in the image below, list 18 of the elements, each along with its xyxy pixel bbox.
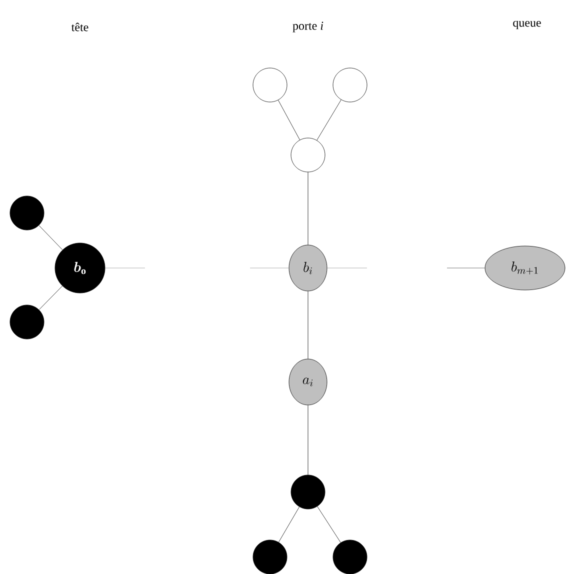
edge-line [317, 506, 341, 543]
edge-line [38, 225, 63, 250]
column-heading: tête [71, 22, 88, 32]
edge-line [278, 506, 300, 542]
vertex-disc: $\boldsymbol{b}_{\mathbf{o}}$ [54, 242, 106, 294]
edge-line [38, 286, 63, 310]
column-heading: porte i [292, 22, 324, 32]
edge-line [316, 100, 342, 140]
filled-dot [10, 304, 44, 340]
filled-dot [10, 196, 44, 230]
filled-dot [332, 540, 368, 574]
empty-circle [290, 138, 326, 172]
edge-line [278, 100, 300, 140]
filled-dot [252, 540, 288, 574]
empty-circle [252, 68, 288, 102]
column-heading: queue [513, 20, 541, 30]
filled-dot [290, 474, 326, 510]
empty-circle [332, 68, 368, 102]
